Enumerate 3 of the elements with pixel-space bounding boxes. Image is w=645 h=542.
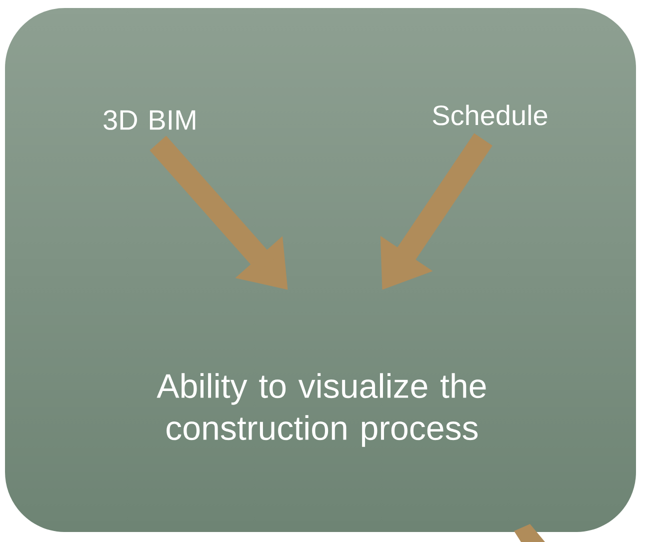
text-label: Schedule — [432, 104, 548, 126]
text-label: Ability to visualize the construction process — [156, 373, 486, 447]
text-label: 3D BIM — [104, 110, 196, 130]
